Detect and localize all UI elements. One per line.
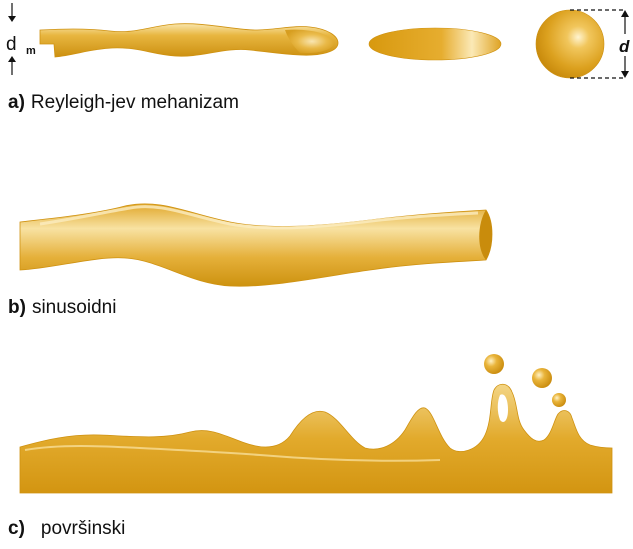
- surface-droplet-2: [532, 368, 552, 388]
- caption-b-text: sinusoidni: [32, 297, 117, 318]
- jet-diameter-label: d: [6, 34, 17, 55]
- caption-a: a) Reyleigh-jev mehanizam: [8, 92, 239, 114]
- caption-c-letter: c): [8, 518, 25, 539]
- caption-c: c) površinski: [8, 518, 125, 540]
- droplet-diameter-label: d: [619, 37, 630, 56]
- spherical-droplet: [536, 10, 604, 78]
- panel-a-rayleigh: d m d: [6, 3, 630, 78]
- panel-c-surface: [20, 354, 612, 493]
- surface-droplet-3: [552, 393, 566, 407]
- jet-diameter-subscript: m: [26, 45, 36, 57]
- panel-b-sinusoidal: [20, 204, 492, 286]
- caption-b: b) sinusoidni: [8, 297, 116, 319]
- surface-liquid: [20, 384, 612, 493]
- caption-c-text: površinski: [41, 518, 125, 539]
- caption-a-text: Reyleigh-jev mehanizam: [31, 92, 239, 113]
- caption-b-letter: b): [8, 297, 26, 318]
- elongated-droplet: [369, 28, 501, 60]
- caption-a-letter: a): [8, 92, 25, 113]
- surface-droplet-1: [484, 354, 504, 374]
